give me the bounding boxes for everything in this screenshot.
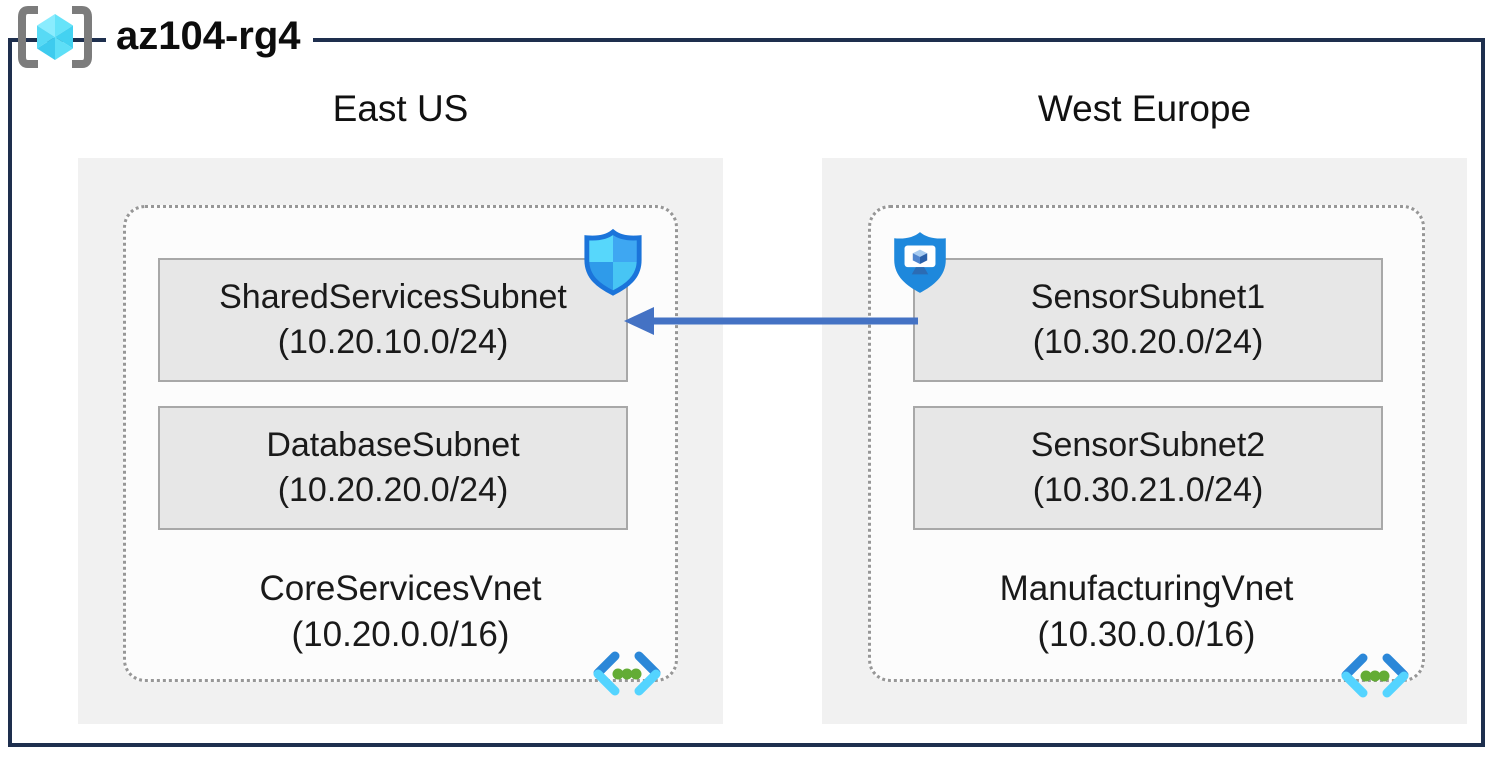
peering-arrow bbox=[624, 307, 918, 335]
vnet-address-space: (10.20.0.0/16) bbox=[291, 615, 510, 654]
vnet-address-space: (10.30.0.0/16) bbox=[1037, 615, 1256, 654]
region-label-west-europe: West Europe bbox=[1037, 88, 1252, 129]
subnet-sensor2: SensorSubnet2 (10.30.21.0/24) bbox=[913, 406, 1383, 530]
region-label-east-us: East US bbox=[332, 88, 469, 129]
subnet-name: SensorSubnet2 bbox=[1030, 426, 1266, 464]
subnet-database: DatabaseSubnet (10.20.20.0/24) bbox=[158, 406, 628, 530]
resource-group-icon bbox=[18, 5, 92, 68]
virtual-network-icon bbox=[1341, 653, 1409, 698]
subnet-address-range: (10.30.21.0/24) bbox=[1032, 471, 1264, 509]
vnet-label-coreservices: CoreServicesVnet (10.20.0.0/16) bbox=[123, 566, 678, 658]
defender-device-shield-icon bbox=[894, 232, 946, 293]
subnet-sensor1: SensorSubnet1 (10.30.20.0/24) bbox=[913, 258, 1383, 382]
virtual-network-icon bbox=[593, 651, 661, 696]
resource-group-header: az104-rg4 bbox=[12, 4, 313, 70]
subnet-name: DatabaseSubnet bbox=[266, 426, 520, 464]
subnet-address-range: (10.20.20.0/24) bbox=[277, 471, 509, 509]
vnet-name: CoreServicesVnet bbox=[259, 569, 542, 608]
resource-group-frame bbox=[8, 38, 1485, 747]
subnet-sharedservices: SharedServicesSubnet (10.20.10.0/24) bbox=[158, 258, 628, 382]
subnet-name: SensorSubnet1 bbox=[1030, 278, 1266, 316]
subnet-address-range: (10.20.10.0/24) bbox=[277, 323, 509, 361]
vnet-name: ManufacturingVnet bbox=[999, 569, 1294, 608]
subnet-name: SharedServicesSubnet bbox=[219, 278, 567, 316]
subnet-address-range: (10.30.20.0/24) bbox=[1032, 323, 1264, 361]
vnet-label-manufacturing: ManufacturingVnet (10.30.0.0/16) bbox=[868, 566, 1425, 658]
defender-shield-icon bbox=[584, 228, 642, 296]
resource-group-title: az104-rg4 bbox=[106, 11, 313, 63]
